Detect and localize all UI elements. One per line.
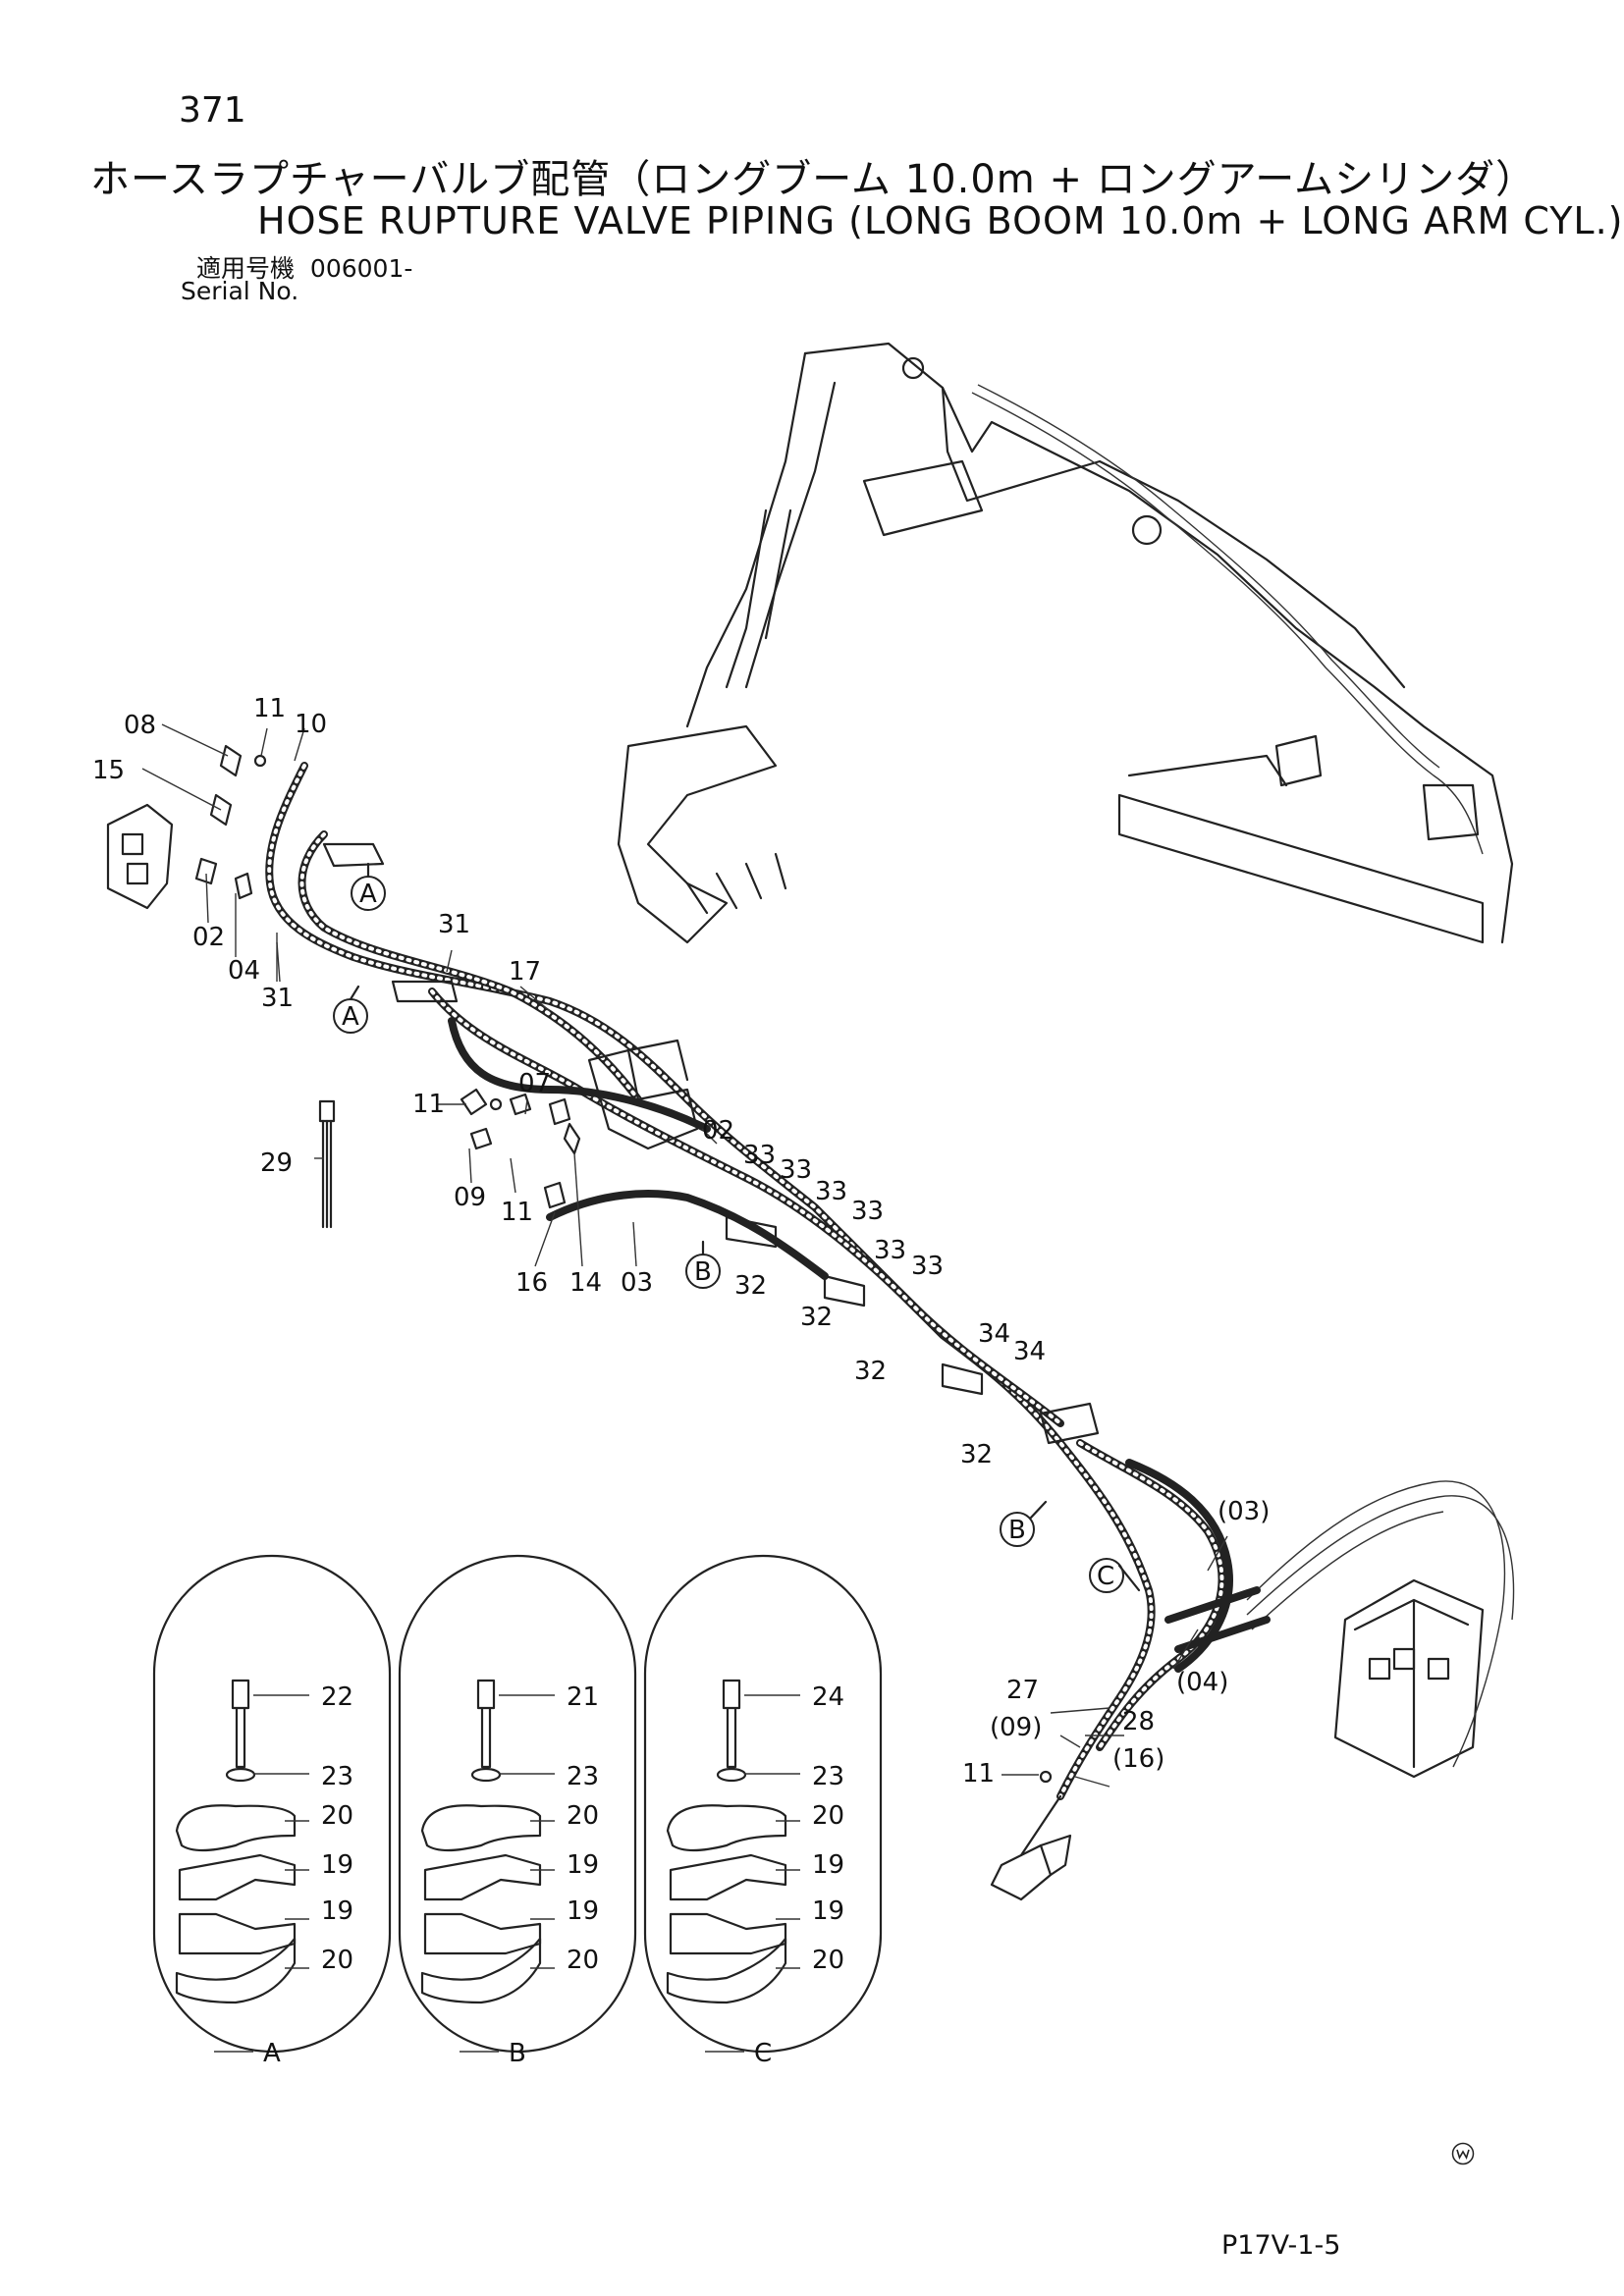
control-valve-outline (1246, 1480, 1515, 1779)
callout-11: 11 (501, 1198, 533, 1227)
marker-a-bottom-label: A (342, 1002, 359, 1032)
part-callouts: 08 11 10 15 02 04 31 31 17 11 07 09 11 1… (92, 694, 1270, 1789)
left-fittings (106, 744, 1053, 1784)
detail-b: 21 23 20 19 19 20 B (398, 1554, 637, 2068)
callout-15: 15 (92, 756, 125, 785)
detail-b-bolt: 21 (567, 1682, 599, 1712)
callout-33: 33 (780, 1155, 812, 1185)
detail-c: 24 23 20 19 19 20 C (643, 1554, 883, 2068)
detail-b-lower-clamp: 20 (567, 1946, 599, 1975)
callout-11: 11 (962, 1759, 995, 1789)
callout-33: 33 (911, 1252, 944, 1281)
callout-34: 34 (978, 1319, 1010, 1349)
callout-34: 34 (1013, 1337, 1046, 1366)
marker-c (1089, 1558, 1124, 1593)
title-english: HOSE RUPTURE VALVE PIPING (LONG BOOM 10.… (257, 199, 1624, 242)
callout-04-ref: (04) (1176, 1668, 1228, 1697)
callout-08: 08 (124, 711, 156, 740)
callout-16: 16 (515, 1268, 548, 1298)
detail-b-name: B (509, 2039, 526, 2068)
callout-33: 33 (815, 1177, 847, 1206)
callout-11: 11 (253, 694, 286, 723)
detail-c-cushion-1: 19 (812, 1850, 844, 1880)
marker-a-top-label: A (359, 880, 377, 909)
detail-a-washer: 23 (321, 1762, 353, 1791)
detail-b-upper-clamp: 20 (567, 1801, 599, 1831)
callout-32: 32 (734, 1271, 767, 1301)
excavator-boom-outline (617, 342, 1514, 944)
detail-a-cushion-2: 19 (321, 1896, 353, 1926)
callout-09: 09 (454, 1183, 486, 1212)
callout-02: 02 (702, 1116, 734, 1146)
callout-28: 28 (1122, 1707, 1155, 1736)
detail-c-upper-clamp: 20 (812, 1801, 844, 1831)
callout-29: 29 (260, 1148, 293, 1178)
detail-c-cushion-2: 19 (812, 1896, 844, 1926)
callout-03-ref: (03) (1218, 1497, 1270, 1526)
callout-17: 17 (509, 957, 541, 987)
detail-a: 22 23 20 19 19 20 A (152, 1554, 392, 2068)
cable-tie-29 (318, 1099, 336, 1229)
callout-31: 31 (261, 984, 294, 1013)
callout-11: 11 (412, 1090, 445, 1119)
callout-14: 14 (569, 1268, 602, 1298)
clamp-details: 22 23 20 19 19 20 A 21 23 20 19 19 20 (152, 1554, 883, 2068)
callout-10: 10 (295, 710, 327, 739)
marker-b-mid-label: B (694, 1257, 712, 1287)
callout-04: 04 (228, 956, 260, 986)
title-japanese: ホースラプチャーバルブ配管（ロングブーム 10.0m + ロングアームシリンダ） (90, 157, 1537, 202)
callout-02: 02 (192, 923, 225, 952)
marker-b-lower-label: B (1008, 1516, 1026, 1545)
callout-27: 27 (1006, 1676, 1039, 1705)
serial-applicability: 適用号機 006001- (196, 249, 412, 285)
lower-bracket (990, 1794, 1072, 1901)
hose-bundle (265, 762, 1271, 1800)
callout-32: 32 (960, 1440, 993, 1469)
callout-03: 03 (621, 1268, 653, 1298)
page-number: 371 (179, 90, 246, 131)
serial-label-jp: 適用号機 (196, 254, 296, 283)
detail-c-name: C (754, 2039, 772, 2068)
callout-16-ref: (16) (1112, 1744, 1164, 1774)
callout-33: 33 (874, 1236, 906, 1265)
callout-07: 07 (518, 1069, 551, 1098)
detail-a-upper-clamp: 20 (321, 1801, 353, 1831)
callout-33: 33 (851, 1197, 884, 1226)
detail-c-bolt: 24 (812, 1682, 844, 1712)
detail-a-name: A (263, 2039, 281, 2068)
detail-b-cushion-2: 19 (567, 1896, 599, 1926)
detail-b-cushion-1: 19 (567, 1850, 599, 1880)
marker-b-lower (1000, 1512, 1035, 1547)
detail-c-washer: 23 (812, 1762, 844, 1791)
marker-c-label: C (1097, 1562, 1114, 1591)
manufacturer-logo-icon (1451, 2142, 1475, 2165)
callout-32: 32 (854, 1357, 887, 1386)
detail-c-lower-clamp: 20 (812, 1946, 844, 1975)
detail-b-washer: 23 (567, 1762, 599, 1791)
section-markers: A A B B C (333, 862, 1141, 1593)
callout-31: 31 (438, 910, 470, 939)
leader-lines (141, 723, 1228, 1788)
callout-32: 32 (800, 1303, 833, 1332)
callout-09-ref: (09) (990, 1713, 1042, 1742)
detail-a-lower-clamp: 20 (321, 1946, 353, 1975)
drawing-code: P17V-1-5 (1221, 2230, 1341, 2261)
detail-a-bolt: 22 (321, 1682, 353, 1712)
serial-label-en: Serial No. (181, 277, 299, 305)
callout-33: 33 (743, 1141, 776, 1170)
detail-a-cushion-1: 19 (321, 1850, 353, 1880)
serial-value: 006001- (309, 254, 413, 283)
